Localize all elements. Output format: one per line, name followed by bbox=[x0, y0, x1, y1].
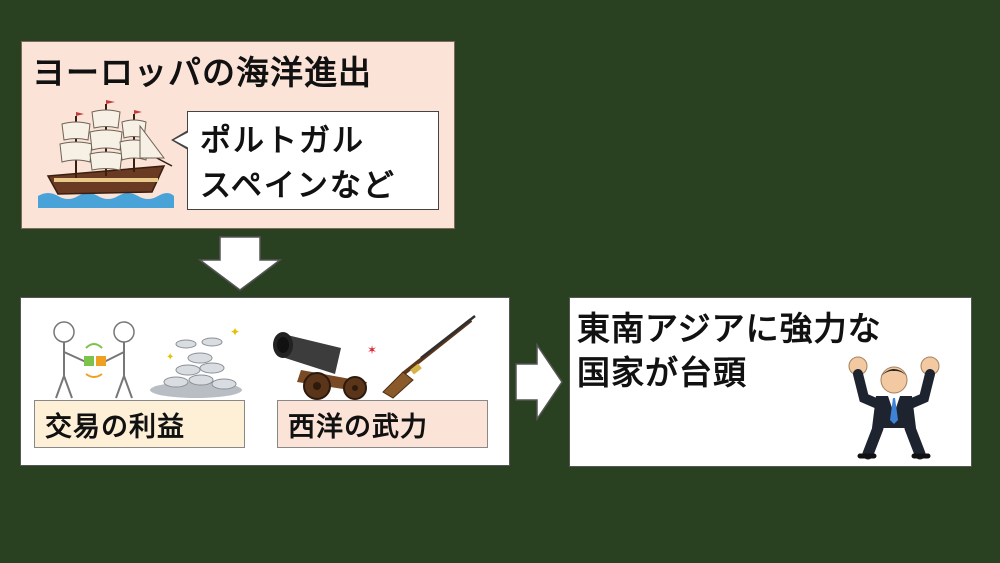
europe-expansion-title: ヨーロッパの海洋進出 bbox=[32, 53, 372, 92]
cannon-icon: ✶ bbox=[273, 315, 476, 400]
europe-expansion-box: ヨーロッパの海洋進出 bbox=[21, 41, 455, 229]
arrow-right-icon bbox=[515, 343, 563, 421]
bubble-line-spain: スペインなど bbox=[200, 168, 396, 204]
svg-text:✦: ✦ bbox=[166, 352, 174, 363]
western-military-label: 西洋の武力 bbox=[277, 400, 488, 448]
trade-and-power-box: ✦ ✦ ✶ 交易の利益 西洋の武力 bbox=[20, 297, 510, 466]
strong-businessman-icon bbox=[848, 356, 940, 460]
musket-icon bbox=[382, 315, 476, 399]
bubble-line-portugal: ポルトガル bbox=[200, 123, 365, 159]
trade-exchange-icon: ✦ ✦ bbox=[53, 321, 242, 399]
southeast-asia-box: 東南アジアに強力な 国家が台頭 bbox=[569, 297, 972, 467]
southeast-asia-line1: 東南アジアに強力な bbox=[577, 309, 882, 348]
arrow-down-icon bbox=[198, 236, 282, 291]
southeast-asia-line2: 国家が台頭 bbox=[577, 353, 747, 392]
sailing-ship-icon bbox=[38, 100, 174, 208]
speech-bubble: ポルトガル スペインなど bbox=[171, 111, 439, 210]
svg-text:✶: ✶ bbox=[367, 343, 377, 357]
trade-profit-label: 交易の利益 bbox=[34, 400, 245, 448]
svg-text:✦: ✦ bbox=[230, 325, 240, 339]
